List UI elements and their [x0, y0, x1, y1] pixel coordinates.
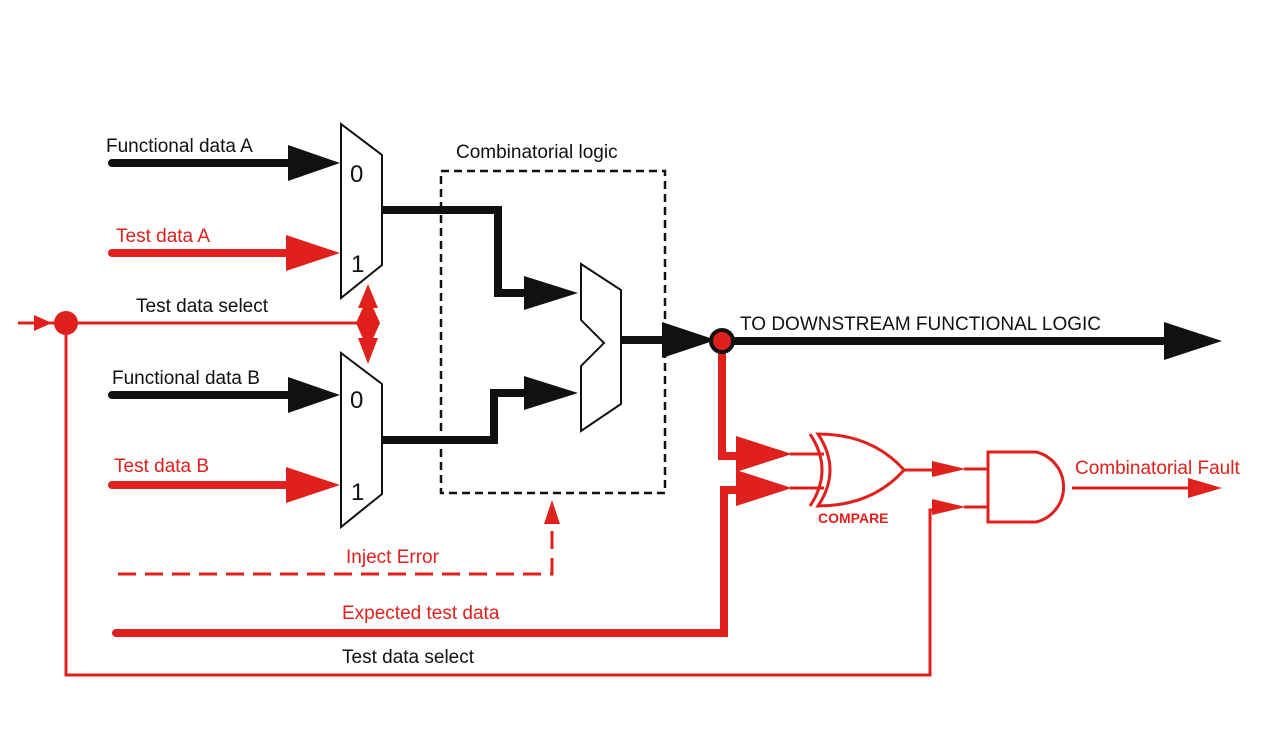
- label-test-data-select-top: Test data select: [136, 296, 269, 317]
- test-data-b-arrowhead: [286, 467, 340, 503]
- mux-b: [340, 350, 383, 530]
- mux-a-input-0: 0: [350, 161, 363, 188]
- label-functional-data-a: Functional data A: [106, 136, 253, 157]
- logic-block: [580, 262, 622, 433]
- select-diamond: [356, 296, 380, 350]
- compare-to-and-arrowhead: [932, 461, 966, 477]
- label-downstream: TO DOWNSTREAM FUNCTIONAL LOGIC: [740, 314, 1101, 335]
- node-to-compare-arrowhead: [736, 436, 792, 472]
- label-test-data-select-bottom: Test data select: [342, 647, 475, 668]
- label-test-data-b: Test data B: [114, 456, 209, 477]
- label-combinatorial-logic: Combinatorial logic: [456, 142, 618, 163]
- test-wires: [18, 235, 1222, 677]
- mux-a-input-1: 1: [351, 251, 364, 278]
- combinatorial-logic-box: [439, 169, 667, 495]
- label-compare: COMPARE: [818, 510, 889, 526]
- expected-to-compare-arrowhead: [736, 470, 792, 506]
- functional-wires: [108, 145, 1222, 444]
- and-gate: [986, 450, 1066, 524]
- label-combinatorial-fault: Combinatorial Fault: [1075, 458, 1240, 479]
- compare-gate: [815, 432, 907, 508]
- test-data-a-arrowhead: [286, 235, 340, 271]
- compare-gate-back-curve: [808, 433, 824, 507]
- downstream-arrowhead: [1164, 322, 1222, 360]
- label-inject-error: Inject Error: [346, 547, 440, 568]
- mux-a-output-arrowhead: [524, 276, 578, 310]
- mux-b-input-0: 0: [350, 387, 363, 414]
- functional-data-b-arrowhead: [288, 377, 340, 413]
- select-arrow-down: [358, 338, 378, 364]
- mux-b-output-wire: [382, 389, 530, 444]
- test-data-select-entry-arrowhead: [34, 315, 52, 331]
- output-node: [709, 328, 735, 354]
- mux-b-output-arrowhead: [524, 376, 578, 410]
- logic-output-arrowhead: [662, 322, 716, 358]
- inject-error-arrowhead: [544, 500, 560, 524]
- mux-a-output-wire: [382, 206, 530, 297]
- mux-a: [340, 121, 383, 301]
- mux-b-input-1: 1: [351, 479, 364, 506]
- label-expected-test-data: Expected test data: [342, 603, 500, 624]
- functional-data-a-arrowhead: [288, 145, 340, 181]
- fault-output-arrowhead: [1188, 478, 1222, 498]
- inject-error-wire: [118, 530, 554, 576]
- label-test-data-a: Test data A: [116, 226, 210, 247]
- label-functional-data-b: Functional data B: [112, 368, 260, 389]
- select-to-and-arrowhead: [932, 499, 966, 515]
